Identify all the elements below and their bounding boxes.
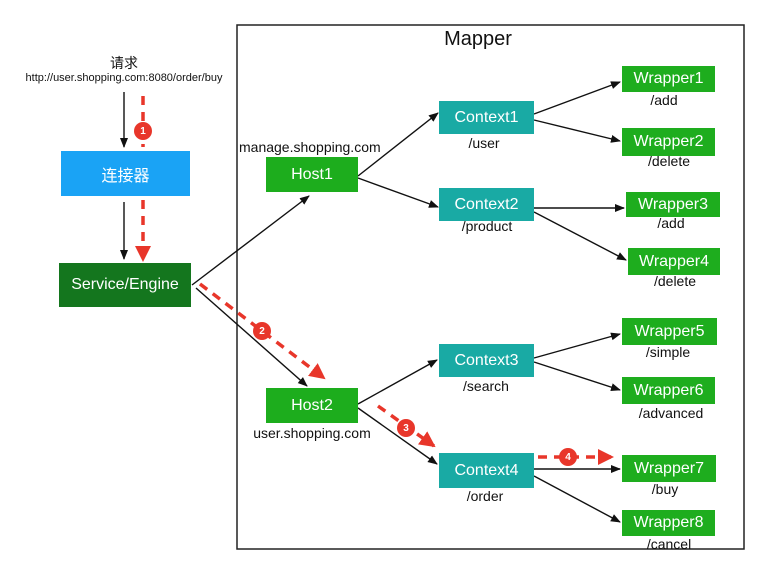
wrapper1-box: Wrapper1 — [622, 66, 715, 92]
dashed-step2 — [198, 282, 326, 380]
connector-box: 连接器 — [61, 151, 190, 196]
arrow-service-to-host1 — [191, 195, 310, 286]
wrapper7-box: Wrapper7 — [622, 455, 716, 482]
host1-label: Host1 — [291, 165, 333, 183]
wrapper2-path: /delete — [647, 153, 691, 169]
mapper-title: Mapper — [444, 28, 512, 50]
step-badge-3: 3 — [397, 419, 415, 437]
wrapper6-path: /advanced — [638, 405, 704, 421]
service-engine-box: Service/Engine — [59, 263, 191, 307]
wrapper1-label: Wrapper1 — [633, 70, 704, 87]
wrapper6-box: Wrapper6 — [622, 377, 715, 404]
wrapper8-label: Wrapper8 — [633, 514, 704, 531]
request-url: http://user.shopping.com:8080/order/buy — [25, 72, 223, 84]
wrapper1-path: /add — [650, 92, 678, 108]
context2-path: /product — [461, 218, 513, 234]
arrow-host1-to-context2 — [357, 177, 439, 208]
context2-box: Context2 — [439, 188, 534, 221]
connector-label: 连接器 — [101, 167, 150, 185]
wrapper8-box: Wrapper8 — [622, 510, 715, 536]
service-engine-label: Service/Engine — [71, 276, 179, 293]
wrapper7-label: Wrapper7 — [634, 459, 704, 477]
wrapper2-label: Wrapper2 — [633, 133, 704, 150]
wrapper2-box: Wrapper2 — [622, 128, 715, 156]
step-badge-2: 2 — [253, 322, 271, 340]
arrow-context4-to-wrapper8 — [533, 475, 621, 523]
wrapper3-box: Wrapper3 — [626, 192, 720, 217]
context1-box: Context1 — [439, 101, 534, 134]
wrapper3-path: /add — [657, 215, 685, 231]
step-badge-1: 1 — [134, 122, 152, 140]
host2-box: Host2 — [266, 388, 358, 423]
mapper-frame — [236, 24, 745, 550]
context4-path: /order — [466, 488, 504, 504]
context3-label: Context3 — [454, 351, 519, 369]
arrow-context1-to-wrapper1 — [533, 81, 621, 115]
wrapper3-label: Wrapper3 — [638, 195, 708, 213]
wrapper5-label: Wrapper5 — [634, 322, 705, 340]
context4-label: Context4 — [454, 461, 519, 479]
context1-label: Context1 — [454, 108, 519, 126]
context1-path: /user — [468, 135, 500, 151]
arrow-host2-to-context4 — [357, 407, 438, 465]
context4-box: Context4 — [439, 453, 534, 488]
wrapper8-path: /cancel — [646, 536, 692, 552]
wrapper4-label: Wrapper4 — [639, 252, 709, 270]
arrow-context3-to-wrapper6 — [533, 361, 621, 392]
arrow-context2-to-wrapper4 — [533, 211, 627, 261]
host2-domain: user.shopping.com — [253, 425, 371, 441]
wrapper5-path: /simple — [645, 344, 691, 360]
arrow-context3-to-wrapper5 — [533, 332, 621, 359]
arrow-host2-to-context3 — [357, 359, 438, 405]
context3-path: /search — [463, 378, 509, 394]
wrapper6-label: Wrapper6 — [633, 381, 704, 399]
arrow-service-to-host2 — [195, 287, 308, 387]
connection-lines — [120, 81, 627, 523]
wrapper4-box: Wrapper4 — [628, 248, 720, 275]
context2-label: Context2 — [454, 195, 519, 213]
host1-box: Host1 — [266, 157, 358, 192]
arrow-host1-to-context1 — [357, 112, 439, 177]
host2-label: Host2 — [291, 396, 333, 414]
arrow-context1-to-wrapper2 — [533, 119, 621, 143]
wrapper4-path: /delete — [653, 273, 697, 289]
wrapper5-box: Wrapper5 — [622, 318, 717, 345]
step-badge-4: 4 — [559, 448, 577, 466]
context3-box: Context3 — [439, 344, 534, 377]
request-label: 请求 — [110, 55, 138, 71]
host1-domain: manage.shopping.com — [239, 139, 381, 155]
wrapper7-path: /buy — [651, 481, 679, 497]
